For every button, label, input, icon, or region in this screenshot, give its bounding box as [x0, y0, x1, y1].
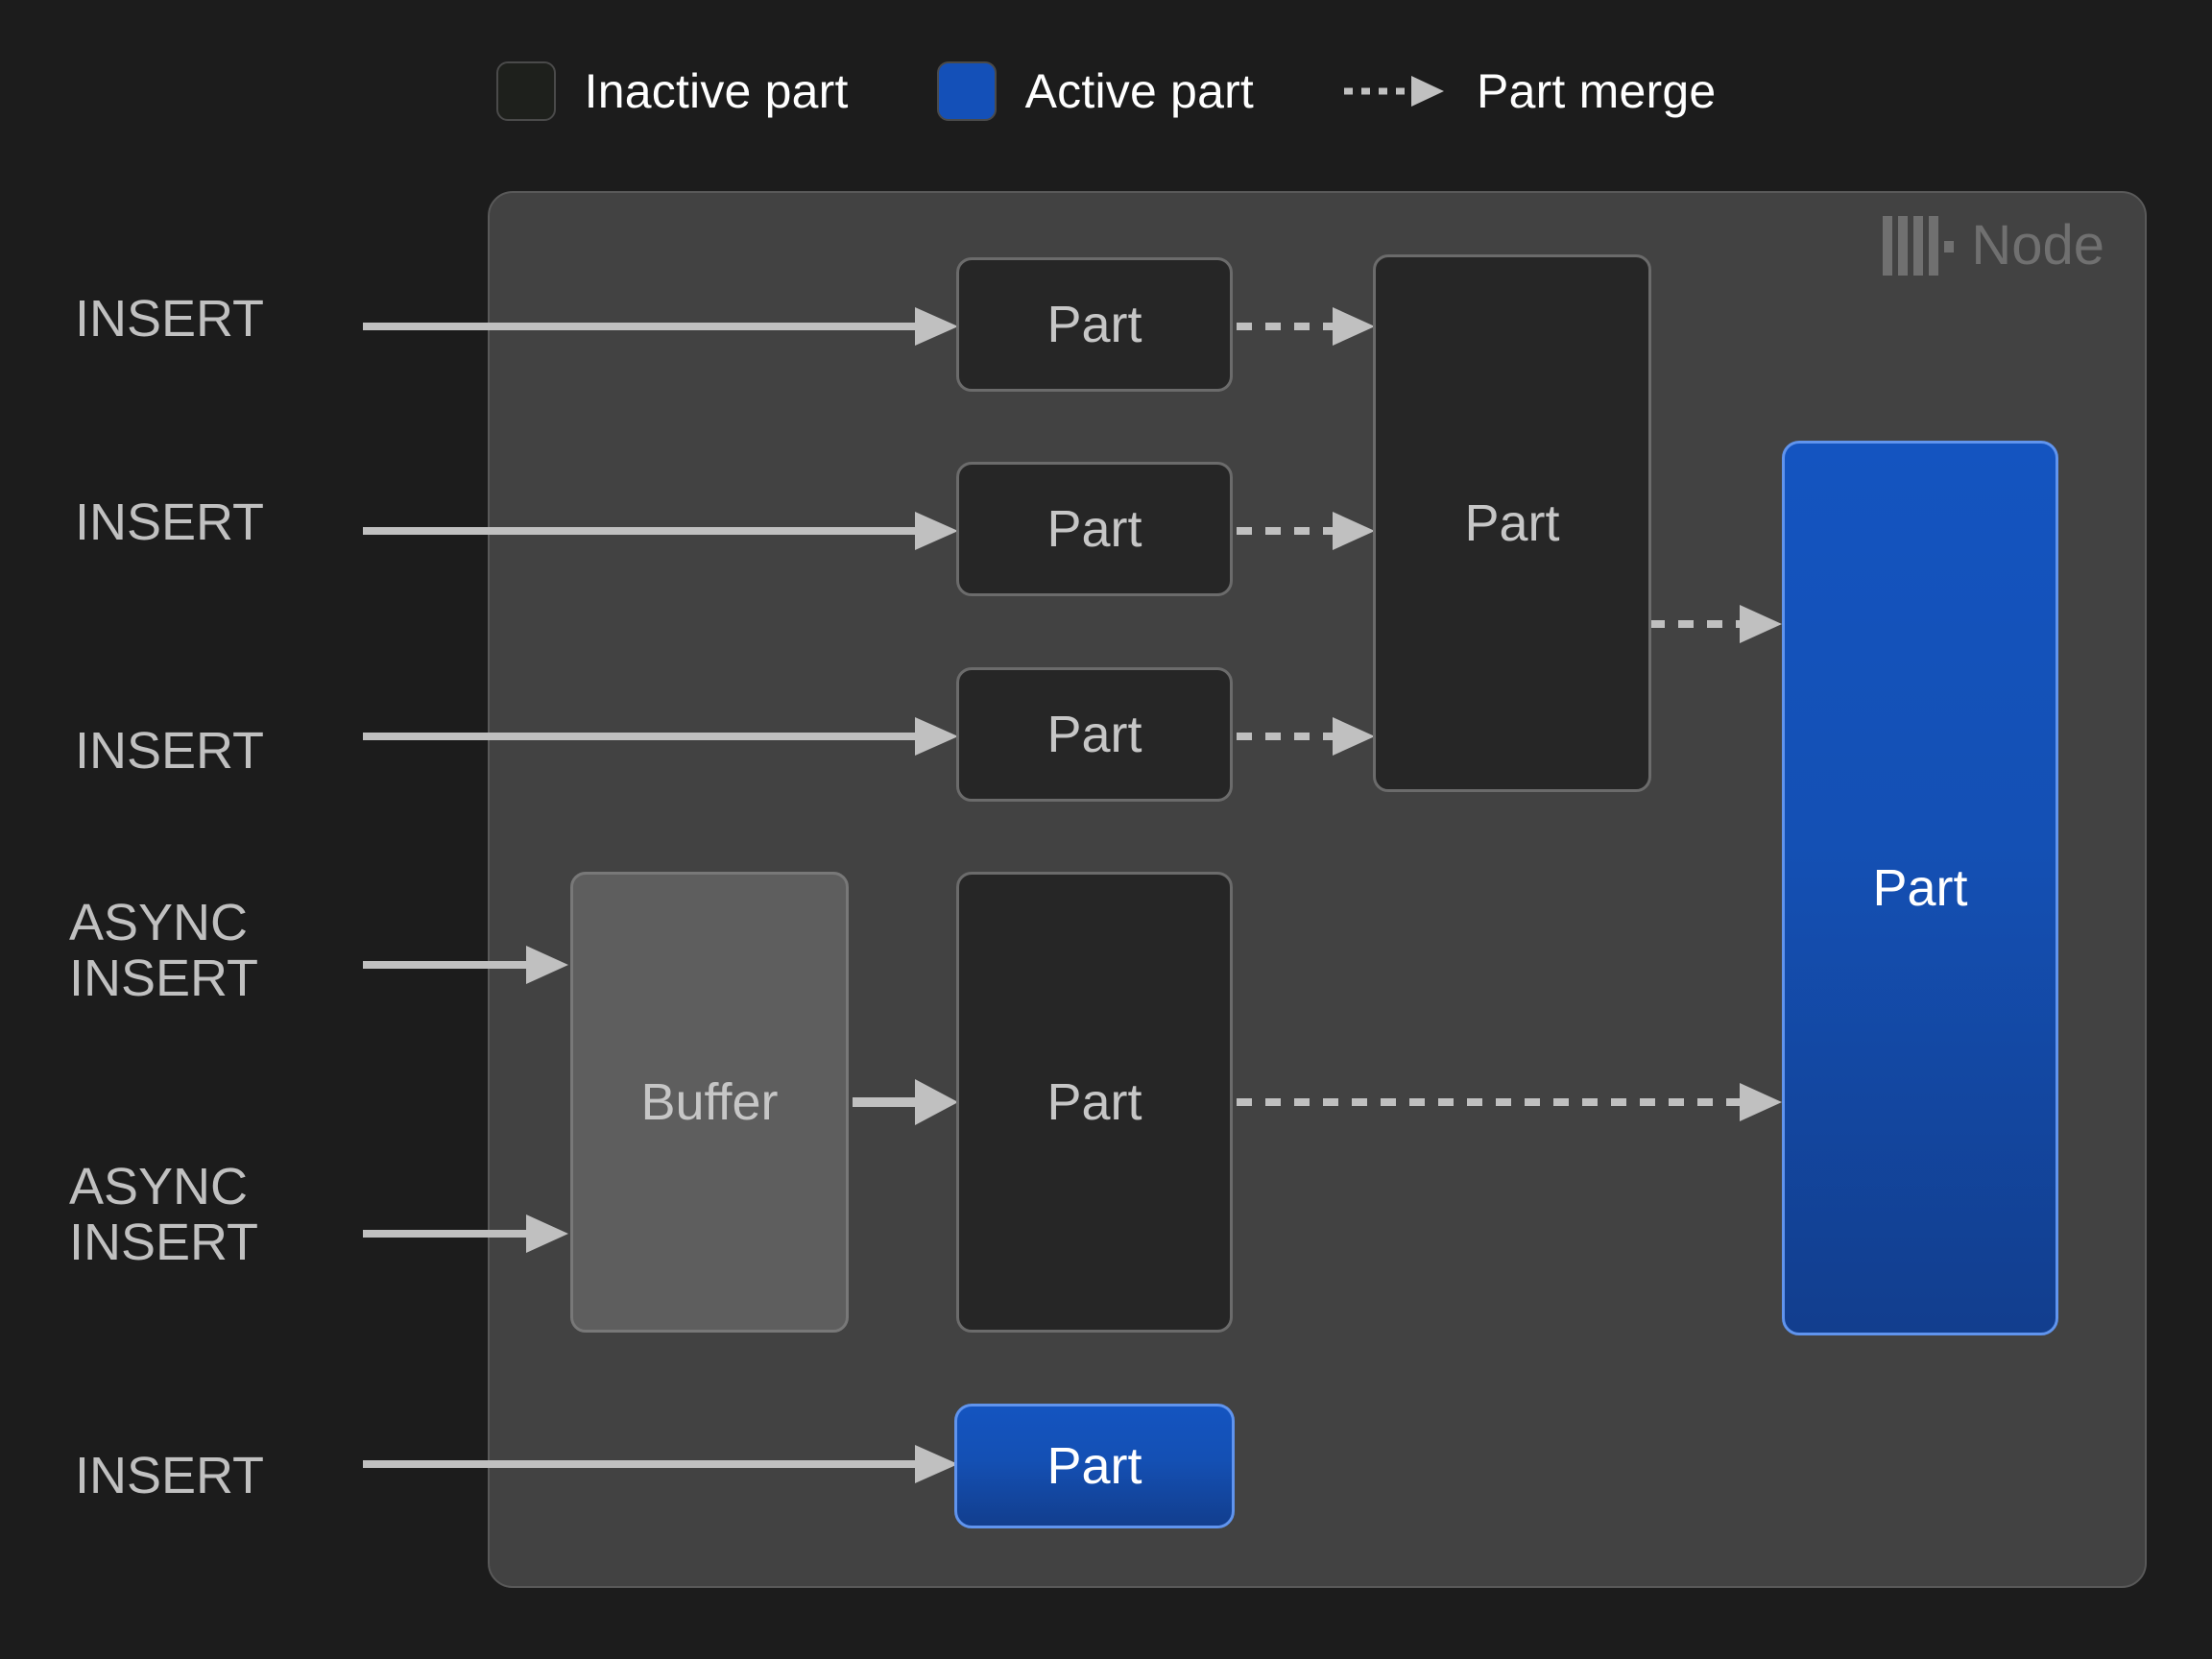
rounded-square-filled-icon	[936, 61, 997, 121]
source-label-async-insert-1: ASYNC INSERT	[69, 894, 259, 1008]
legend: Inactive part Active part Part merge	[0, 38, 2212, 144]
part-box-row1[interactable]: Part	[956, 257, 1233, 392]
legend-item-active-part: Active part	[936, 61, 1255, 121]
legend-label-inactive-part: Inactive part	[584, 64, 849, 118]
part-box-row3-label: Part	[1046, 706, 1142, 763]
part-box-from-buffer[interactable]: Part	[956, 872, 1233, 1333]
source-label-insert-2: INSERT	[75, 493, 265, 551]
legend-label-part-merge: Part merge	[1477, 64, 1717, 118]
part-box-row2-label: Part	[1046, 500, 1142, 558]
part-box-merged[interactable]: Part	[1373, 254, 1651, 792]
buffer-box-label: Buffer	[640, 1073, 779, 1131]
source-label-async-insert-2: ASYNC INSERT	[69, 1158, 259, 1272]
part-box-row2[interactable]: Part	[956, 462, 1233, 596]
source-label-insert-4: INSERT	[75, 1447, 265, 1504]
part-box-bottom-active[interactable]: Part	[954, 1404, 1235, 1528]
part-box-merged-label: Part	[1464, 494, 1560, 552]
part-box-final-active-label: Part	[1872, 859, 1968, 917]
part-box-row3[interactable]: Part	[956, 667, 1233, 802]
part-box-row1-label: Part	[1046, 296, 1142, 353]
node-title: Node	[1971, 214, 2104, 276]
part-box-final-active[interactable]: Part	[1782, 441, 2058, 1335]
source-label-insert-3: INSERT	[75, 722, 265, 780]
legend-item-part-merge: Part merge	[1342, 67, 1716, 115]
source-label-insert-1: INSERT	[75, 290, 265, 348]
node-badge: Node	[1883, 216, 2104, 276]
part-box-bottom-active-label: Part	[1046, 1437, 1142, 1495]
legend-item-inactive-part: Inactive part	[495, 61, 849, 121]
part-box-from-buffer-label: Part	[1046, 1073, 1142, 1131]
dashed-arrow-icon	[1344, 76, 1445, 107]
rounded-square-outline-icon	[495, 61, 556, 121]
legend-label-active-part: Active part	[1024, 64, 1255, 118]
buffer-box[interactable]: Buffer	[570, 872, 849, 1333]
clickhouse-logo-icon	[1883, 216, 1955, 276]
